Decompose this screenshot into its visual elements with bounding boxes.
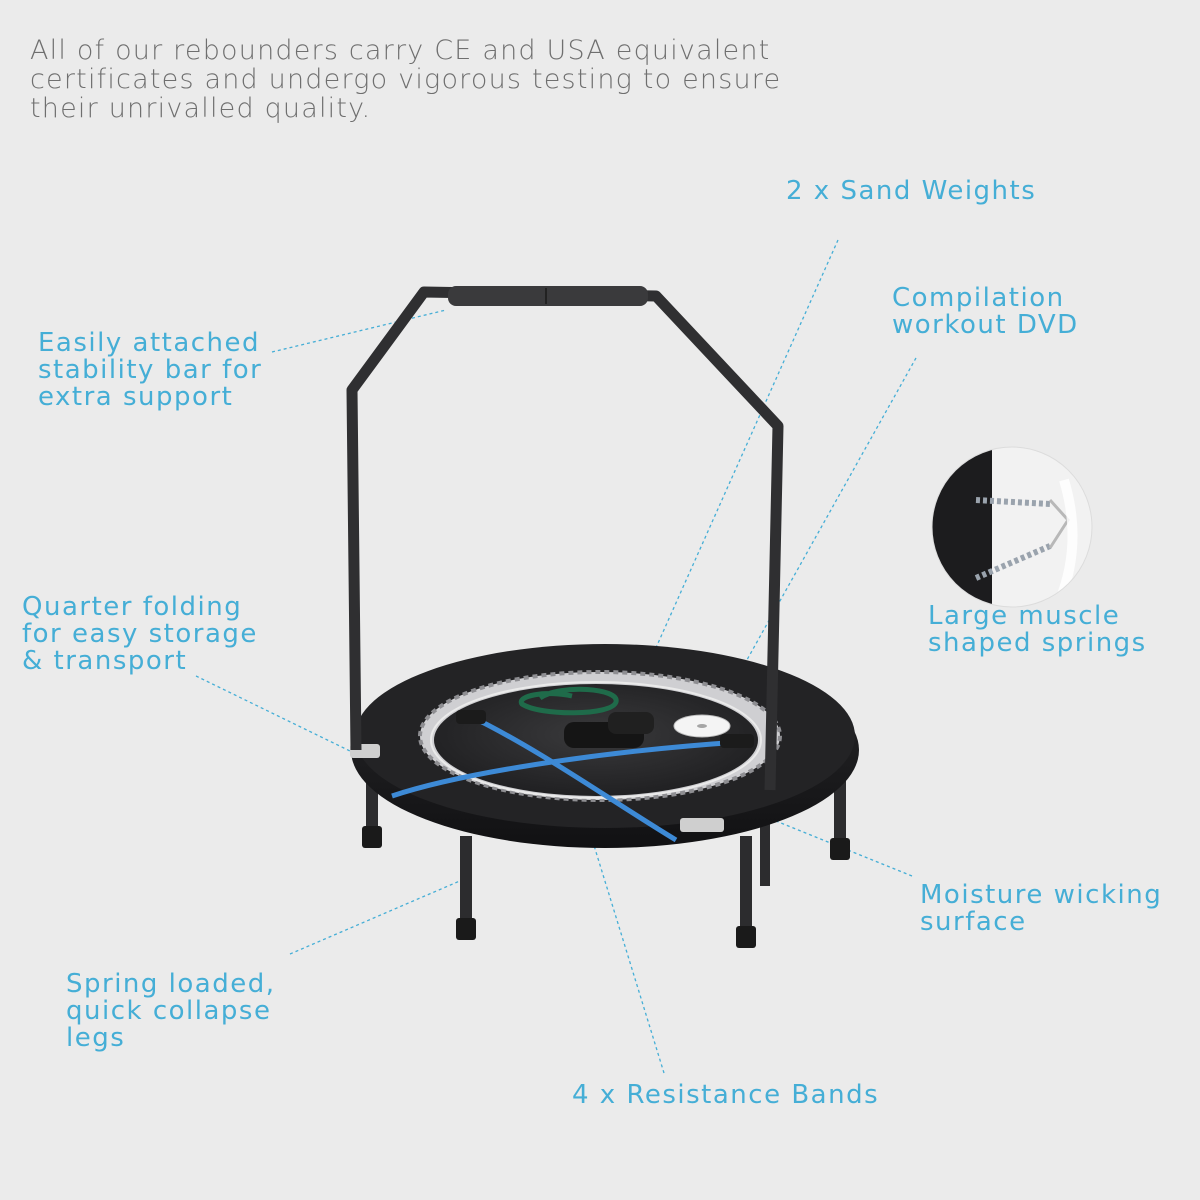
label-surface: Moisture wicking surface [920, 880, 1163, 937]
callout-line-dvd [719, 357, 917, 709]
leg-front-left [460, 836, 472, 936]
leg-center [760, 790, 770, 886]
band-handle-left [456, 710, 486, 724]
springs-detail-inset [931, 446, 1093, 608]
callout-line-bands [587, 825, 665, 1074]
blue-band-2 [468, 713, 678, 843]
label-dvd: Compilation workout DVD [892, 283, 1079, 340]
leg-front-right [740, 836, 752, 936]
label-sand-weights: 2 x Sand Weights [786, 176, 1037, 206]
sand-weights [564, 712, 654, 748]
label-folding: Quarter folding for easy storage & trans… [22, 592, 258, 676]
stability-bar-grip [448, 286, 648, 306]
intro-text: All of our rebounders carry CE and USA e… [30, 35, 782, 124]
label-legs: Spring loaded, quick collapse legs [66, 969, 276, 1053]
spring-coils [974, 497, 1052, 581]
label-springs: Large muscle shaped springs [928, 601, 1147, 658]
label-stability-bar: Easily attached stability bar for extra … [38, 328, 263, 412]
callout-line-stability-bar [271, 309, 447, 353]
frame-clip-front [680, 818, 724, 832]
label-bands: 4 x Resistance Bands [572, 1080, 880, 1110]
callout-line-sand-weights [637, 239, 839, 689]
band-handle-right [720, 734, 754, 748]
leg-back-right [834, 780, 846, 846]
trampoline-legs [362, 780, 850, 948]
callout-line-legs [289, 879, 463, 955]
callout-line-folding [195, 675, 353, 753]
green-band [518, 686, 619, 716]
